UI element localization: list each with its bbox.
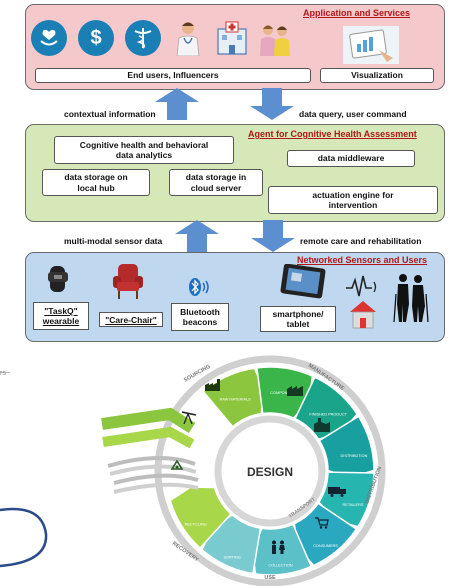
tablet-device-icon xyxy=(278,263,328,300)
downward-arrow-bottom xyxy=(251,220,295,252)
application-services-title: Application and Services xyxy=(303,8,411,18)
downward-arrow-top xyxy=(250,88,294,120)
care-chair-icon xyxy=(110,262,146,300)
bluetooth-beacons-label: Bluetooth beacons xyxy=(171,303,229,331)
truck-icon xyxy=(328,484,346,497)
dollar-icon: $ xyxy=(78,20,114,56)
end-users-box: End users, Influencers xyxy=(35,68,311,83)
data-middleware-box: data middleware xyxy=(287,150,415,167)
doctor-icon xyxy=(174,20,202,57)
lifecycle-segment xyxy=(169,486,233,550)
highlight-oval xyxy=(0,507,48,568)
care-chair-label: "Care-Chair" xyxy=(99,312,163,327)
caduceus-icon xyxy=(125,20,161,56)
hand-heart-icon xyxy=(31,20,67,56)
upward-arrow-bottom xyxy=(175,220,219,252)
smartphone-tablet-label: smartphone/ tablet xyxy=(260,306,336,332)
consumers-icon xyxy=(270,540,286,554)
local-hub-storage-box: data storage on local hub xyxy=(42,169,150,196)
cloud-storage-box: data storage in cloud server xyxy=(169,169,263,196)
lifecycle-segment-label: CONSUMERS xyxy=(313,544,338,548)
background-fragment-text: rs xyxy=(0,362,10,377)
finished-product-icon xyxy=(314,418,330,432)
lifecycle-segment-label: RAW MATERIALS xyxy=(220,397,251,401)
lifecycle-segment-label: COLLECTION xyxy=(268,563,293,567)
bluetooth-icon xyxy=(186,276,212,298)
oil-pump-icon xyxy=(181,408,198,425)
remote-care-label: remote care and rehabilitation xyxy=(300,236,422,246)
lifecycle-segment-label: RECYCLING xyxy=(185,522,207,526)
agent-title: Agent for Cognitive Health Assessment xyxy=(248,129,417,139)
taskq-wearable-label: "TaskQ" wearable xyxy=(33,302,89,330)
multi-modal-sensor-label: multi-modal sensor data xyxy=(64,236,163,246)
analytics-box: Cognitive health and behavioral data ana… xyxy=(54,136,234,164)
upward-arrow-top xyxy=(155,88,199,120)
lifecycle-wheel: RAW MATERIALS COMPONENTS FINISHED PRODUCT D… xyxy=(101,355,386,586)
lifecycle-segment-label: SORTING xyxy=(223,555,240,559)
contextual-information-label: contextual information xyxy=(64,109,156,119)
elderly-couple-icon xyxy=(392,272,430,323)
sensor-panel xyxy=(25,252,445,342)
tablet-chart-icon xyxy=(343,26,399,64)
visualization-box: Visualization xyxy=(320,68,434,83)
lifecycle-segment-label: RETAILERS xyxy=(343,503,364,507)
recycling-icon xyxy=(170,459,184,474)
cart-icon xyxy=(315,516,329,529)
home-signal-icon xyxy=(344,274,382,330)
stage-label-use: USE xyxy=(264,575,276,581)
data-query-label: data query, user command xyxy=(299,109,407,119)
sensor-title: Networked Sensors and Users xyxy=(297,255,428,265)
actuation-engine-box: actuation engine for intervention xyxy=(268,186,438,214)
factory-icon xyxy=(205,378,221,391)
hospital-icon xyxy=(216,21,248,55)
lifecycle-segment-label: FINISHED PRODUCT xyxy=(309,412,347,416)
wearable-hand-icon xyxy=(46,262,70,296)
lifecycle-segment-label: DISTRIBUTION xyxy=(341,454,368,458)
components-factory-icon xyxy=(287,383,303,396)
design-label: DESIGN xyxy=(247,465,293,479)
lifecycle-segment-label: COMPONENTS xyxy=(270,391,298,395)
family-icon xyxy=(258,22,294,56)
